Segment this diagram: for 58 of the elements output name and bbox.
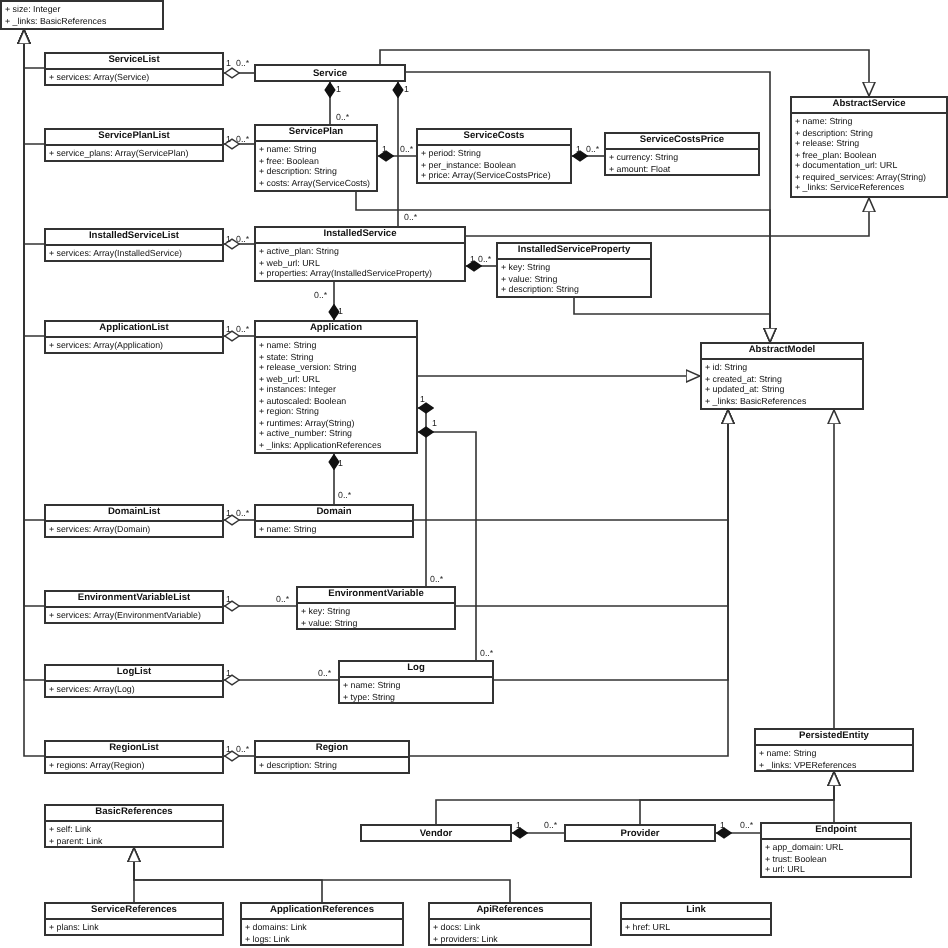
- class-box: [254, 740, 410, 774]
- class-box: [254, 504, 414, 538]
- class-box: [360, 824, 512, 842]
- aggregation-connector: [223, 330, 255, 342]
- class-box: [700, 342, 864, 410]
- aggregation-connector: [223, 600, 297, 612]
- class-box: [44, 664, 224, 698]
- composition-connector: [417, 402, 434, 587]
- aggregation-connector: [223, 514, 255, 526]
- composition-connector: [417, 426, 477, 661]
- aggregation-connector: [223, 238, 255, 250]
- class-box: [0, 0, 164, 30]
- class-box: [254, 320, 418, 454]
- class-box: [44, 320, 224, 354]
- class-box: [44, 128, 224, 162]
- class-box: [564, 824, 716, 842]
- composition-connector: [715, 827, 761, 839]
- class-box: [754, 728, 914, 772]
- composition-connector: [571, 150, 605, 162]
- class-box: [44, 902, 224, 936]
- composition-connector: [377, 150, 417, 162]
- generalization-arrow: [379, 49, 876, 97]
- generalization-arrow: [827, 771, 841, 823]
- class-box: [44, 228, 224, 262]
- class-box: [296, 586, 456, 630]
- class-box: [428, 902, 592, 946]
- class-box: [416, 128, 572, 184]
- aggregation-connector: [223, 750, 255, 762]
- aggregation-connector: [223, 138, 255, 150]
- generalization-arrow: [573, 297, 777, 343]
- class-box: [254, 226, 466, 282]
- composition-connector: [465, 260, 497, 272]
- composition-connector: [392, 81, 404, 227]
- generalization-arrow: [127, 847, 511, 903]
- composition-connector: [328, 453, 340, 505]
- composition-connector: [324, 81, 336, 125]
- class-box: [760, 822, 912, 878]
- generalization-arrow: [827, 409, 841, 729]
- generalization-arrow: [417, 369, 701, 383]
- class-box: [604, 132, 760, 176]
- class-box: [338, 660, 494, 704]
- class-box: [790, 96, 948, 198]
- class-box: [44, 804, 224, 848]
- class-box: [44, 504, 224, 538]
- generalization-arrow: [465, 197, 876, 237]
- class-box: [240, 902, 404, 946]
- composition-connector: [328, 281, 340, 321]
- class-box: [44, 590, 224, 624]
- class-box: [620, 902, 772, 936]
- class-box: [44, 740, 224, 774]
- aggregation-connector: [223, 674, 339, 686]
- class-box: [496, 242, 652, 298]
- class-box: [44, 52, 224, 86]
- composition-connector: [511, 827, 565, 839]
- class-box: [254, 64, 406, 82]
- class-box: [254, 124, 378, 192]
- aggregation-connector: [223, 67, 255, 79]
- generalization-arrow: [409, 409, 735, 757]
